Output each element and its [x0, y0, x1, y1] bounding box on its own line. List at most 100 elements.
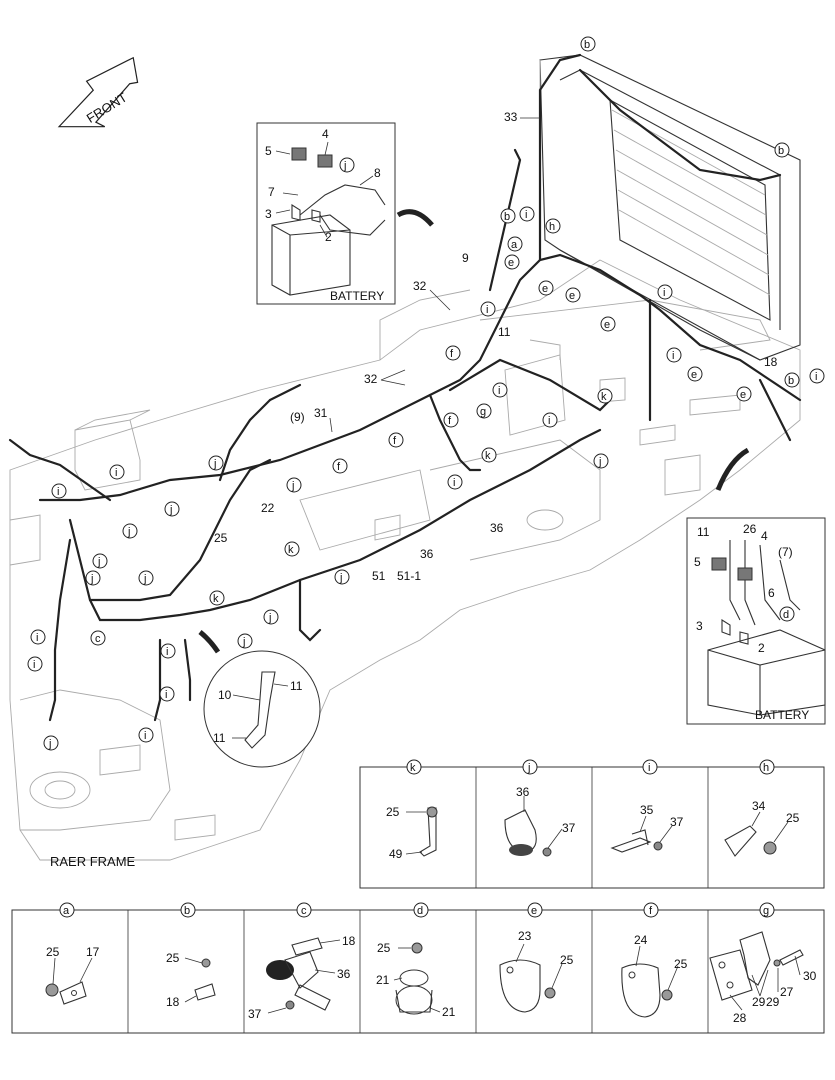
part-18: 18 — [764, 355, 778, 369]
callout-e-5: e — [691, 369, 697, 381]
callout-e-3: e — [569, 290, 575, 302]
part-51: 51 — [372, 569, 386, 583]
callout-b-3: b — [504, 211, 510, 223]
battery-inset-1-title: BATTERY — [330, 289, 384, 303]
main-circle-callouts: b b b i h a e e e e e e b i i i i i i — [27, 36, 825, 751]
callout-f-2: f — [448, 415, 452, 427]
panel-i-part-37: 37 — [670, 815, 684, 829]
callout-b-1: b — [584, 39, 590, 51]
panel-k-key: k — [410, 762, 416, 774]
detail-part-11-b: 11 — [213, 731, 226, 745]
callout-i-1: i — [525, 209, 527, 221]
panel-g-part-30: 30 — [803, 969, 817, 983]
callout-b-4: b — [788, 375, 794, 387]
callout-j-3: j — [213, 458, 216, 470]
callout-i-2: i — [815, 371, 817, 383]
callout-k-3: k — [288, 544, 294, 556]
panel-g-part-27: 27 — [780, 985, 794, 999]
front-direction-arrow: FRONT — [57, 56, 139, 128]
callout-i-8: i — [453, 477, 455, 489]
panel-c-part-37: 37 — [248, 1007, 262, 1021]
panel-k-part-25: 25 — [386, 805, 400, 819]
battery-inset-1-part-2: 2 — [325, 230, 332, 244]
callout-h: h — [549, 221, 555, 233]
panel-b-key: b — [184, 905, 190, 917]
part-33: 33 — [504, 110, 518, 124]
panel-h-part-34: 34 — [752, 799, 766, 813]
panel-g-part-29-b: 29 — [766, 995, 780, 1009]
part-36-mid: 36 — [490, 521, 504, 535]
callout-j-5: j — [127, 526, 130, 538]
battery-inset-2-part-3: 3 — [696, 619, 703, 633]
callout-b-2: b — [778, 145, 784, 157]
battery-inset-1-part-8: 8 — [374, 166, 381, 180]
wiring-harness — [8, 53, 802, 722]
panel-e-part-23: 23 — [518, 929, 532, 943]
callout-i-11: i — [36, 632, 38, 644]
callout-i-9: i — [115, 467, 117, 479]
radiator-hood-drawing — [539, 54, 801, 361]
part-32-top: 32 — [413, 279, 427, 293]
panel-d-part-25: 25 — [377, 941, 391, 955]
panel-g-key: g — [763, 905, 769, 917]
battery-inset-1: 5 4 j 8 7 3 2 BATTERY — [256, 122, 434, 305]
panel-c-part-18: 18 — [342, 934, 356, 948]
battery-inset-2-part-2: 2 — [758, 641, 765, 655]
part-11: 11 — [498, 325, 511, 339]
panel-f-part-25: 25 — [674, 957, 688, 971]
callout-i-5: i — [498, 385, 500, 397]
battery-inset-2-title: BATTERY — [755, 708, 809, 722]
part-25: 25 — [214, 531, 228, 545]
battery-inset-1-part-7: 7 — [268, 185, 275, 199]
battery-inset-2-part-6: 6 — [768, 586, 775, 600]
callout-e-1: e — [508, 257, 514, 269]
panel-h-part-25: 25 — [786, 811, 800, 825]
callout-f-4: f — [337, 461, 341, 473]
panel-a-part-17: 17 — [86, 945, 100, 959]
panel-b-part-18: 18 — [166, 995, 180, 1009]
panel-i-key: i — [648, 762, 650, 774]
callout-f-1: f — [450, 348, 454, 360]
part-36-low: 36 — [420, 547, 434, 561]
callout-i-3: i — [663, 287, 665, 299]
frame-label: RAER FRAME — [50, 854, 136, 869]
callout-j-11: j — [242, 636, 245, 648]
callout-g: g — [480, 406, 486, 418]
battery-inset-2-callout-d: d — [783, 609, 789, 621]
callout-j-6: j — [97, 556, 100, 568]
panel-j-part-37: 37 — [562, 821, 576, 835]
callout-i-13: i — [166, 646, 168, 658]
panel-k-part-49: 49 — [389, 847, 403, 861]
battery-inset-2-part-26: 26 — [743, 522, 757, 536]
callout-e-2: e — [542, 283, 548, 295]
panel-b-part-25: 25 — [166, 951, 180, 965]
panel-d-part-21-a: 21 — [376, 973, 390, 987]
callout-i-6: i — [548, 415, 550, 427]
callout-j-10: j — [268, 612, 271, 624]
battery-inset-2-part-4: 4 — [761, 529, 768, 543]
panel-d-key: d — [417, 905, 423, 917]
part-32-mid: 32 — [364, 372, 378, 386]
battery-inset-1-callout-j: j — [343, 160, 346, 172]
panel-g-part-28: 28 — [733, 1011, 747, 1025]
panel-f-key: f — [649, 905, 653, 917]
panel-a-key: a — [63, 905, 70, 917]
battery-inset-2: 11 26 4 (7) 5 6 d 3 2 BATTERY — [686, 447, 826, 725]
callout-i-14: i — [165, 689, 167, 701]
panel-e-key: e — [531, 905, 537, 917]
callout-k-1: k — [601, 391, 607, 403]
panel-a-part-25: 25 — [46, 945, 60, 959]
detail-part-11-a: 11 — [290, 679, 303, 693]
panel-e-part-25: 25 — [560, 953, 574, 967]
callout-f-3: f — [393, 435, 397, 447]
main-number-labels: 33 9 32 11 32 18 (9) 31 22 25 36 36 51 5… — [214, 110, 778, 583]
panel-d-part-21-b: 21 — [442, 1005, 456, 1019]
panel-h-key: h — [763, 762, 769, 774]
part-22: 22 — [261, 501, 275, 515]
callout-j-7: j — [90, 573, 93, 585]
detail-part-10: 10 — [218, 688, 232, 702]
panel-f-part-24: 24 — [634, 933, 648, 947]
panel-c-part-36: 36 — [337, 967, 351, 981]
callout-k-2: k — [485, 450, 491, 462]
